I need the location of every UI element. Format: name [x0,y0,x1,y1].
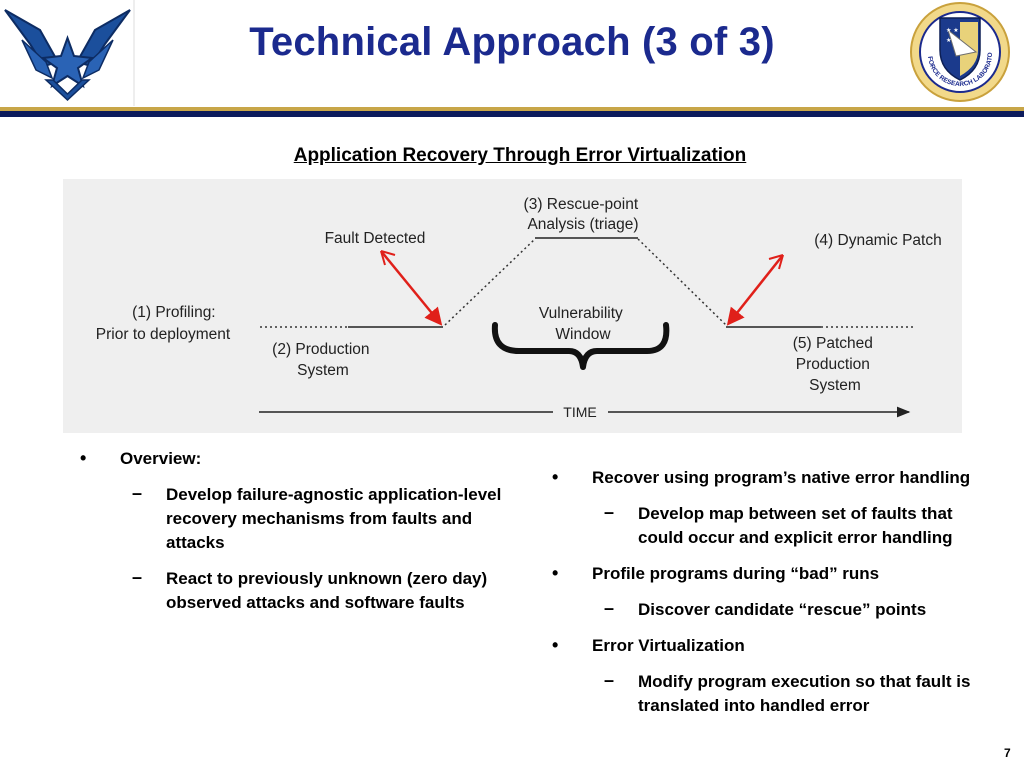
svg-text:(3) Rescue-point Analysi: (3) Rescue-point Analysis (triage) [524,196,643,233]
header-rule-gold [0,107,1024,111]
vulnerability-brace [491,322,670,370]
approach-sub-item: – Modify program execution so that fault… [552,670,992,718]
overview-sub-item: – React to previously unknown (zero day)… [80,567,530,615]
svg-text:(2) Production System: (2) Production System [272,341,374,379]
approach-bullet: • Error Virtualization [552,634,992,658]
approach-bullet-text: Recover using program’s native error han… [592,468,971,487]
rescue-point-label-line1: (3) Rescue-point [524,196,639,213]
page-number: 7 [1004,746,1011,760]
svg-text:(5) Patched Production: (5) Patched Production System [793,335,877,394]
overview-sub-text: Develop failure-agnostic application-lev… [166,485,502,552]
svg-text:(1) Profiling: Prior to: (1) Profiling: Prior to deployment [96,304,231,343]
slide-title: Technical Approach (3 of 3) [249,20,775,64]
production-label-line1: (2) Production [272,341,369,358]
bullet-mark: • [552,563,559,583]
approach-bullet-text: Error Virtualization [592,636,745,655]
svg-text:★ ★: ★ ★ [946,27,959,34]
profiling-label-line2: Prior to deployment [96,326,231,343]
dash-mark: – [604,502,615,522]
approach-bullet: • Profile programs during “bad” runs [552,562,992,586]
overview-column: • Overview: – Develop failure-agnostic a… [80,447,530,627]
overview-sub-item: – Develop failure-agnostic application-l… [80,483,530,555]
fault-arrow-tail [380,250,396,266]
rescue-point-label-line2: Analysis (triage) [527,216,638,233]
approach-column: • Recover using program’s native error h… [552,466,992,730]
bullet-mark: • [80,448,87,468]
approach-sub-text: Modify program execution so that fault i… [638,672,971,715]
profiling-label-line1: (1) Profiling: [132,304,216,321]
air-force-symbol-logo [0,0,135,106]
error-virtualization-diagram: (1) Profiling: Prior to deployment (2) P… [63,179,962,433]
fault-arrow [380,250,443,326]
header-rule-navy [0,111,1024,117]
bullet-mark: • [552,635,559,655]
dash-mark: – [132,567,143,587]
approach-sub-item: – Develop map between set of faults that… [552,502,992,550]
overview-label: Overview: [120,449,202,468]
fall-dotted-line [637,238,727,326]
dash-mark: – [132,483,143,503]
svg-text:★ ★: ★ ★ [946,37,959,44]
approach-sub-text: Develop map between set of faults that c… [638,504,953,547]
svg-text:Vulnerability Window: Vulnerability Window [539,305,627,343]
dash-mark: – [604,670,615,690]
dynamic-patch-label: (4) Dynamic Patch [814,232,941,249]
rise-dotted-line [444,238,536,326]
patch-arrow-tail [768,254,784,270]
dash-mark: – [604,598,615,618]
vulnerability-label-line1: Vulnerability [539,305,623,322]
overview-sub-text: React to previously unknown (zero day) o… [166,569,488,612]
patched-label-line2: Production [796,356,870,373]
bullet-mark: • [552,467,559,487]
approach-bullet: • Recover using program’s native error h… [552,466,992,490]
fault-detected-label: Fault Detected [325,230,426,247]
production-label-line2: System [297,362,349,379]
diagram-subtitle: Application Recovery Through Error Virtu… [293,145,747,166]
patched-label-line1: (5) Patched [793,335,873,352]
patch-arrow [726,254,784,326]
overview-bullet: • Overview: [80,447,530,471]
patched-label-line3: System [809,377,861,394]
vulnerability-label-line2: Window [555,326,611,343]
afrl-seal-logo: ★ ★ ★ ★ AIR FORCE RESEARCH LABORATORY [906,0,1012,104]
approach-bullet-text: Profile programs during “bad” runs [592,564,880,583]
approach-sub-item: – Discover candidate “rescue” points [552,598,992,622]
approach-sub-text: Discover candidate “rescue” points [638,600,927,619]
time-label: TIME [563,404,596,420]
